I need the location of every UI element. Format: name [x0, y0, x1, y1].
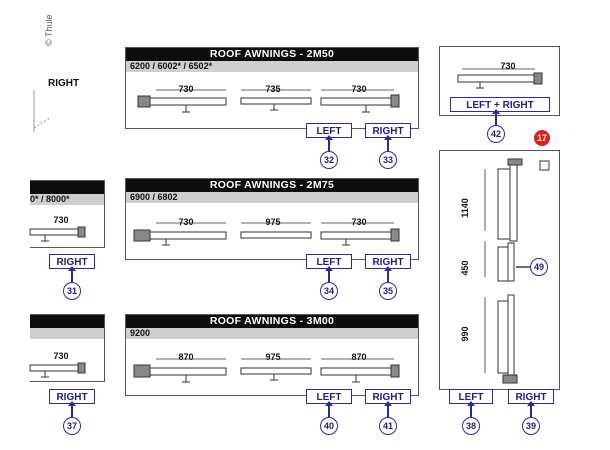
- dim-label: 870: [351, 352, 367, 362]
- awning-part-drawing: [29, 362, 86, 378]
- arrow-icon: [467, 401, 475, 417]
- part-number-badge[interactable]: 49: [530, 258, 548, 276]
- side-label: RIGHT: [48, 78, 80, 89]
- panel-2m75: ROOF AWNINGS - 2M75 6900 / 6802 730 975 …: [125, 178, 419, 260]
- awning-part-drawing: [29, 226, 86, 242]
- panel-models: 6200 / 6002* / 6502*: [126, 61, 418, 72]
- part-number-badge[interactable]: 42: [487, 125, 505, 143]
- dim-label: 975: [265, 217, 281, 227]
- part-number-badge[interactable]: 37: [63, 417, 81, 435]
- part-number-badge[interactable]: 33: [379, 151, 397, 169]
- dim-label: 730: [500, 61, 516, 71]
- left-right-button[interactable]: LEFT + RIGHT: [450, 97, 550, 112]
- dim-label: 730: [53, 351, 69, 361]
- dim-label: 730: [351, 217, 367, 227]
- panel-title-fragment: [30, 181, 104, 194]
- panel-models: 6900 / 6802: [126, 192, 418, 203]
- arrow-icon: [384, 135, 392, 151]
- panel-models-fragment: [30, 328, 104, 339]
- part-number-badge[interactable]: 39: [522, 417, 540, 435]
- panel-models: 9200: [126, 328, 418, 339]
- part-number-badge[interactable]: 38: [462, 417, 480, 435]
- arrow-icon: [384, 401, 392, 417]
- awning-parts-drawing: [133, 222, 400, 246]
- dim-label: 730: [53, 215, 69, 225]
- side-diagram-icon: [33, 90, 51, 132]
- panel-left-mid: 0* / 8000* 730: [29, 180, 105, 248]
- arrow-icon: [68, 266, 76, 282]
- dim-label: 730: [178, 84, 194, 94]
- panel-left-bot: 730: [29, 314, 105, 382]
- arrow-icon: [325, 401, 333, 417]
- arrow-icon: [492, 109, 500, 125]
- arrow-icon: [384, 266, 392, 282]
- dim-label: 730: [178, 217, 194, 227]
- dim-label: 735: [265, 84, 281, 94]
- awning-parts-drawing: [137, 89, 400, 113]
- panel-3m00: ROOF AWNINGS - 3M00 9200 870 975 870: [125, 314, 419, 396]
- part-number-badge[interactable]: 31: [63, 282, 81, 300]
- new-part-badge[interactable]: 17: [534, 130, 550, 146]
- arrow-icon: [527, 401, 535, 417]
- vertical-legs-drawing: [484, 158, 550, 384]
- dim-label: 870: [178, 352, 194, 362]
- awning-part-drawing: [457, 68, 543, 89]
- panel-models: 0* / 8000*: [30, 194, 104, 205]
- awning-parts-drawing: [133, 358, 400, 383]
- panel-2m50: ROOF AWNINGS - 2M50 6200 / 6002* / 6502*…: [125, 47, 419, 129]
- part-number-badge[interactable]: 40: [320, 417, 338, 435]
- copyright-text: © Thule: [44, 14, 54, 46]
- part-number-badge[interactable]: 35: [379, 282, 397, 300]
- panel-title: ROOF AWNINGS - 2M50: [126, 48, 418, 61]
- panel-title-fragment: [30, 315, 104, 328]
- panel-title: ROOF AWNINGS - 3M00: [126, 315, 418, 328]
- arrow-icon: [325, 135, 333, 151]
- part-number-badge[interactable]: 41: [379, 417, 397, 435]
- left-button[interactable]: LEFT: [306, 254, 352, 269]
- arrow-icon: [68, 401, 76, 417]
- part-number-badge[interactable]: 32: [320, 151, 338, 169]
- dim-label: 975: [265, 352, 281, 362]
- dim-label: 730: [351, 84, 367, 94]
- panel-title: ROOF AWNINGS - 2M75: [126, 179, 418, 192]
- part-number-badge[interactable]: 34: [320, 282, 338, 300]
- arrow-icon: [325, 266, 333, 282]
